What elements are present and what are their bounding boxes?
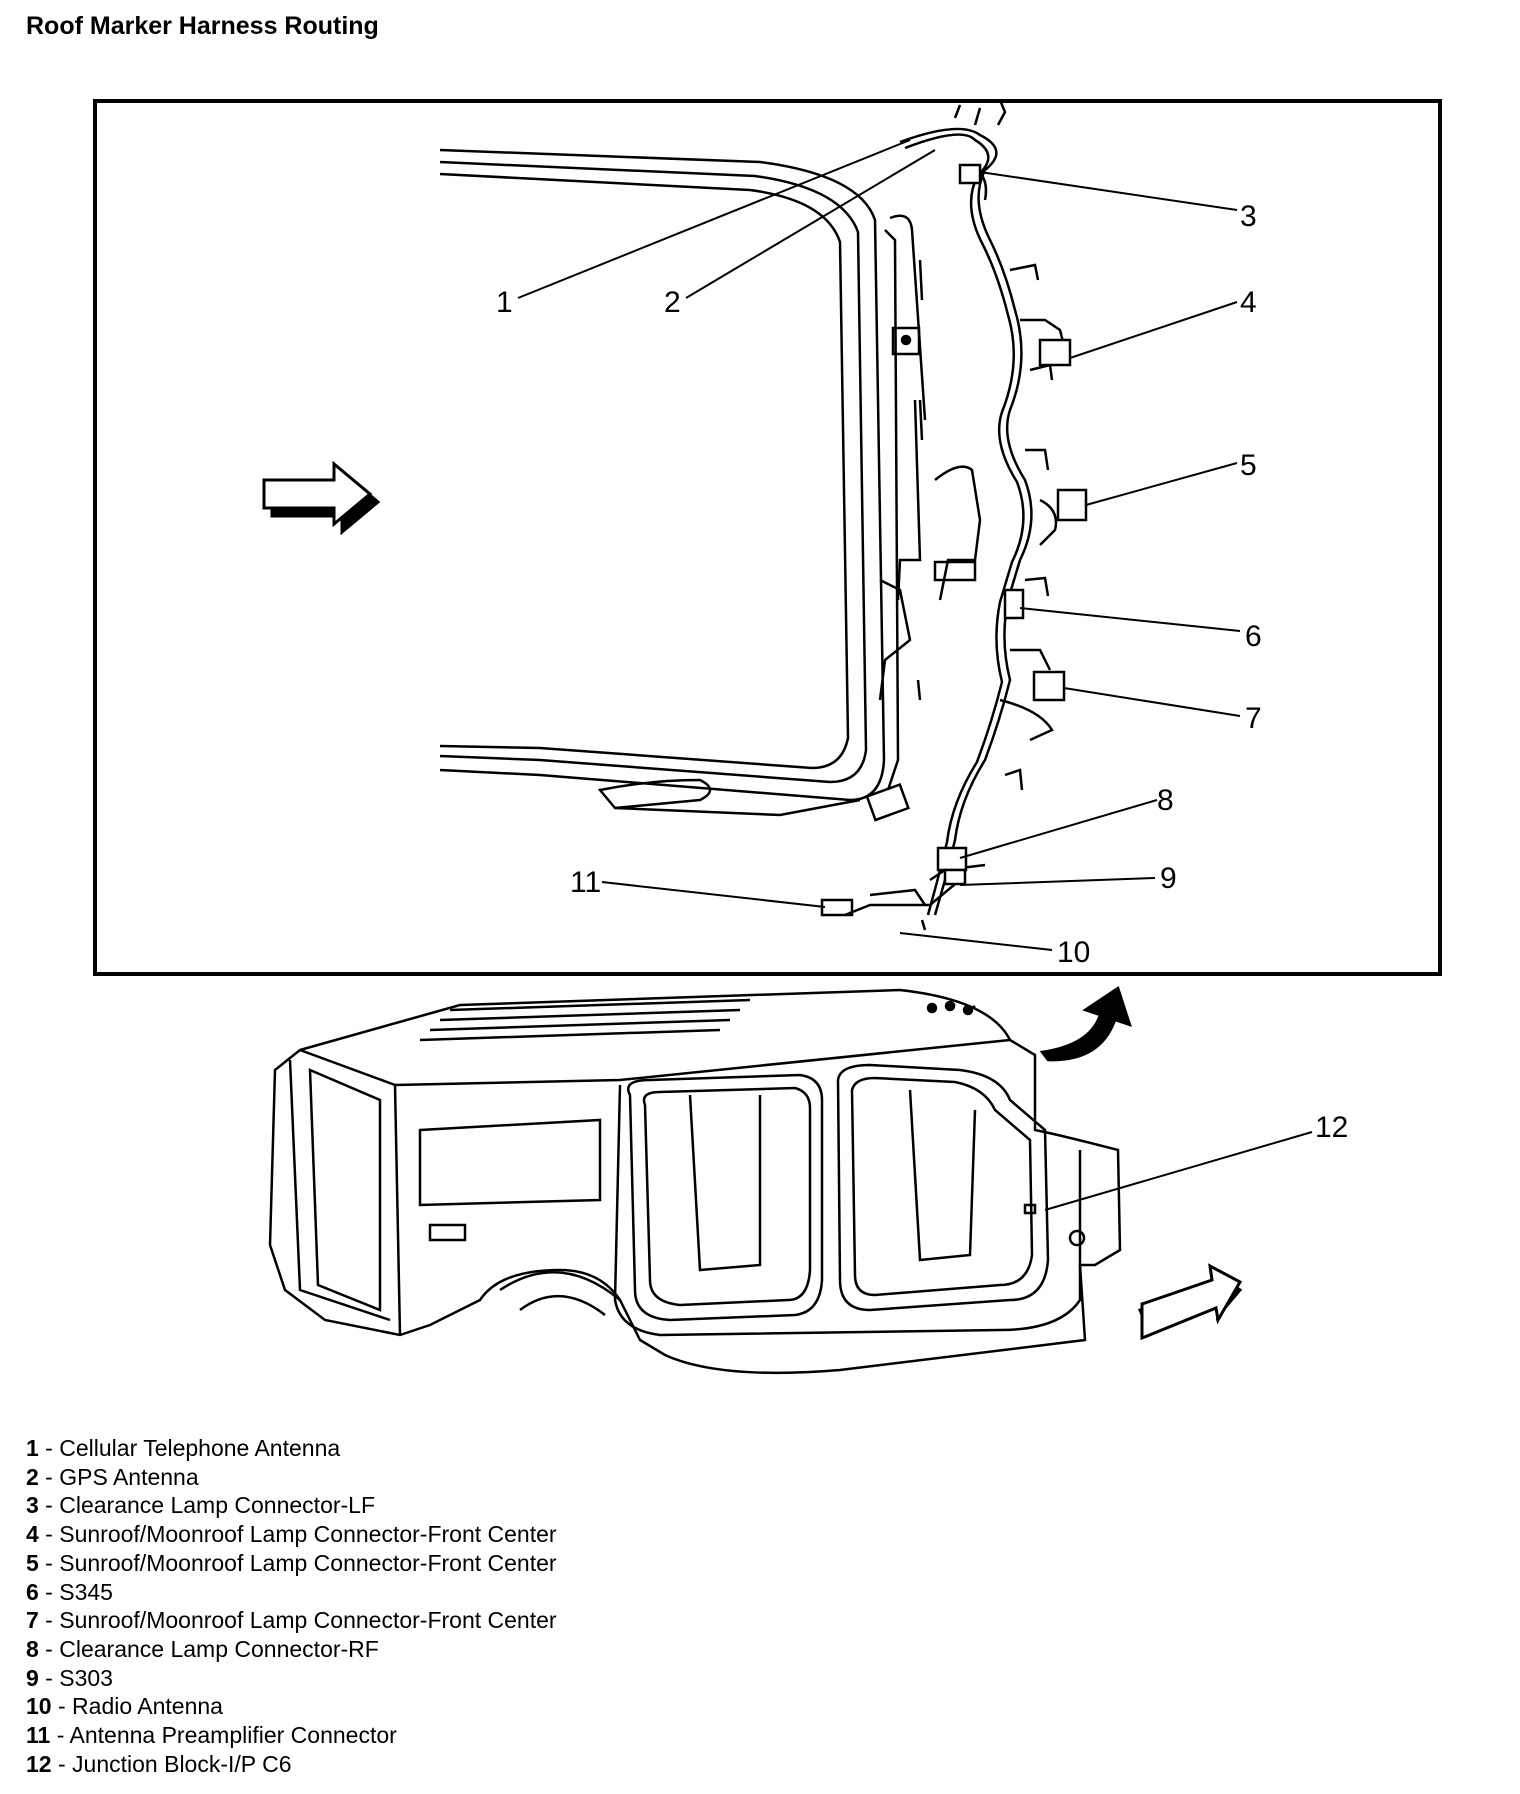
callout-10: 10 [1057, 936, 1090, 969]
roof-opening [439, 148, 982, 822]
callout-8: 8 [1157, 784, 1174, 817]
legend-item: 10 - Radio Antenna [26, 1693, 223, 1720]
callout-3: 3 [1240, 200, 1257, 233]
curved-arrow [1039, 986, 1132, 1062]
legend-item: 2 - GPS Antenna [26, 1463, 199, 1490]
legend-list: 1 - Cellular Telephone Antenna 2 - GPS A… [26, 1434, 557, 1778]
legend-item: 11 - Antenna Preamplifier Connector [26, 1722, 397, 1749]
harness-connectors [936, 163, 1088, 886]
callout-7: 7 [1245, 702, 1262, 735]
legend-item: 5 - Sunroof/Moonroof Lamp Connector-Fron… [26, 1549, 557, 1576]
callout-9: 9 [1160, 862, 1177, 895]
callout-1: 1 [496, 286, 513, 319]
direction-arrow-right [1137, 1263, 1243, 1341]
vehicle-body [268, 988, 1122, 1375]
callout-2: 2 [664, 286, 681, 319]
legend-item: 3 - Clearance Lamp Connector-LF [26, 1492, 376, 1519]
diagram-title: Roof Marker Harness Routing [26, 12, 379, 40]
callout-12: 12 [1315, 1111, 1348, 1144]
detail-frame [93, 99, 1442, 976]
callout-5: 5 [1240, 449, 1257, 482]
harness-diagram: 1 2 3 4 5 6 7 8 9 10 11 12 [93, 99, 1442, 1375]
callout-6: 6 [1245, 620, 1262, 653]
legend-item: 9 - S303 [26, 1664, 113, 1691]
legend-item: 8 - Clearance Lamp Connector-RF [26, 1635, 379, 1662]
legend-item: 4 - Sunroof/Moonroof Lamp Connector-Fron… [26, 1521, 557, 1548]
legend-item: 6 - S345 [26, 1578, 113, 1605]
harness-wiring [820, 99, 1067, 931]
leader-lines [517, 139, 1313, 1211]
legend-item: 12 - Junction Block-I/P C6 [26, 1750, 292, 1777]
legend-item: 7 - Sunroof/Moonroof Lamp Connector-Fron… [26, 1607, 557, 1634]
legend-item: 1 - Cellular Telephone Antenna [26, 1435, 341, 1461]
callout-4: 4 [1240, 286, 1257, 319]
callout-11: 11 [570, 866, 601, 899]
direction-arrow-left [262, 460, 381, 536]
